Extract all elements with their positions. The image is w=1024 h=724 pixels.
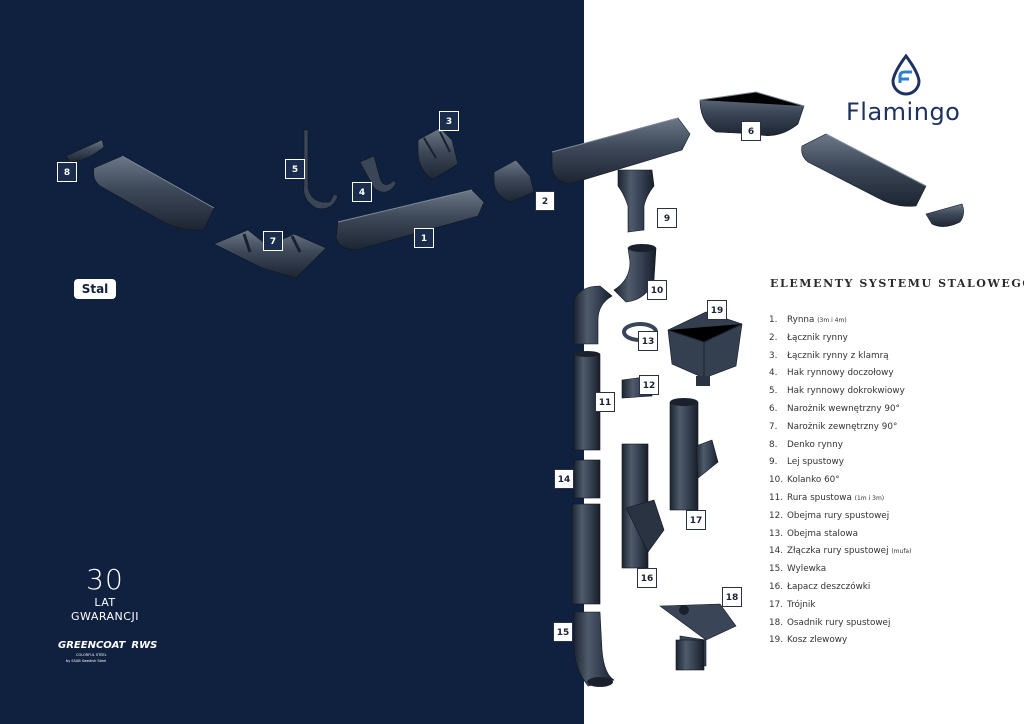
- list-item: 18.Osadnik rury spustowej: [769, 617, 891, 628]
- material-badge: Stal: [74, 279, 116, 299]
- gutter-part-left: [93, 155, 215, 231]
- ssab-subtitle: by SSAB Swedish Steel: [66, 659, 107, 663]
- callout-3: 3: [439, 111, 459, 131]
- list-item: 7.Narożnik zewnętrzny 90°: [769, 421, 898, 432]
- guarantee-lat: LAT: [94, 596, 116, 609]
- greencoat-logo: GREENCOAT: [58, 640, 126, 651]
- guarantee-block: 30 LAT GWARANCJI: [58, 564, 152, 624]
- hopper-part: [667, 311, 743, 386]
- flamingo-logo-text: Flamingo: [846, 98, 961, 126]
- list-item: 14.Złączka rury spustowej (mufa): [769, 546, 912, 557]
- list-item: 19.Kosz zlewowy: [769, 635, 848, 646]
- gutter-part-upper: [551, 117, 691, 185]
- rafter-hook-part: [303, 129, 339, 210]
- parts-list-title: ELEMENTY SYSTEMU STALOWEGO: [770, 277, 1024, 290]
- callout-5: 5: [285, 159, 305, 179]
- outer-corner-part: [213, 229, 327, 279]
- list-item: 17.Trójnik: [769, 599, 816, 610]
- guarantee-years: 30: [86, 563, 124, 596]
- callout-8: 8: [57, 162, 77, 182]
- callout-16: 16: [637, 568, 657, 588]
- gutter-connector-part: [493, 159, 535, 203]
- callout-14: 14: [554, 469, 574, 489]
- list-item: 12.Obejma rury spustowej: [769, 510, 890, 521]
- callout-12: 12: [639, 375, 659, 395]
- callout-9: 9: [657, 208, 677, 228]
- rws-logo: RWS: [131, 640, 158, 651]
- callout-17: 17: [686, 510, 706, 530]
- parts-list: 1.Rynna (3m i 4m) 2.Łącznik rynny 3.Łącz…: [769, 312, 911, 650]
- list-item: 2.Łącznik rynny: [769, 332, 848, 343]
- elbow-part: [573, 285, 613, 345]
- list-item: 3.Łącznik rynny z klamrą: [769, 350, 889, 361]
- callout-4: 4: [352, 182, 372, 202]
- callout-10: 10: [647, 280, 667, 300]
- outlet-elbow-part: [573, 611, 615, 687]
- callout-2: 2: [535, 191, 555, 211]
- list-item: 9.Lej spustowy: [769, 457, 844, 468]
- callout-13: 13: [638, 331, 658, 351]
- clip-connector-part: [417, 127, 459, 181]
- list-item: 5.Hak rynnowy dokrokwiowy: [769, 386, 905, 397]
- flamingo-logo-icon: [891, 54, 921, 96]
- sediment-trap-part: [659, 603, 737, 671]
- list-item: 8.Denko rynny: [769, 439, 843, 450]
- navy-panel: [0, 0, 584, 724]
- rain-collector-part: [621, 443, 665, 569]
- callout-18: 18: [722, 587, 742, 607]
- callout-1: 1: [414, 228, 434, 248]
- gutter-part-right: [801, 133, 927, 207]
- pipe-socket-part: [573, 459, 601, 499]
- greencoat-subtitle: COLORFUL STEEL: [76, 653, 107, 657]
- brand-logos: GREENCOAT RWS: [58, 640, 157, 651]
- list-item: 13.Obejma stalowa: [769, 528, 858, 539]
- guarantee-label: GWARANCJI: [71, 610, 139, 623]
- end-cap-right-part: [925, 203, 964, 227]
- list-item: 11.Rura spustowa (1m i 3m): [769, 492, 885, 503]
- callout-6: 6: [741, 121, 761, 141]
- fascia-hook-part: [359, 155, 397, 193]
- list-item: 16.Łapacz deszczówki: [769, 581, 871, 592]
- gutter-part-center: [335, 189, 485, 251]
- callout-11: 11: [595, 392, 615, 412]
- list-item: 15.Wylewka: [769, 564, 827, 575]
- list-item: 4.Hak rynnowy doczołowy: [769, 368, 894, 379]
- list-item: 1.Rynna (3m i 4m): [769, 315, 847, 325]
- tee-part: [669, 398, 719, 511]
- callout-7: 7: [263, 231, 283, 251]
- outlet-part: [617, 169, 655, 233]
- list-item: 6.Narożnik wewnętrzny 90°: [769, 403, 900, 414]
- list-item: 10.Kolanko 60°: [769, 475, 840, 486]
- callout-19: 19: [707, 300, 727, 320]
- inner-corner-part: [699, 91, 805, 136]
- downpipe-lower-part: [571, 503, 601, 605]
- end-cap-part: [65, 139, 105, 163]
- callout-15: 15: [553, 622, 573, 642]
